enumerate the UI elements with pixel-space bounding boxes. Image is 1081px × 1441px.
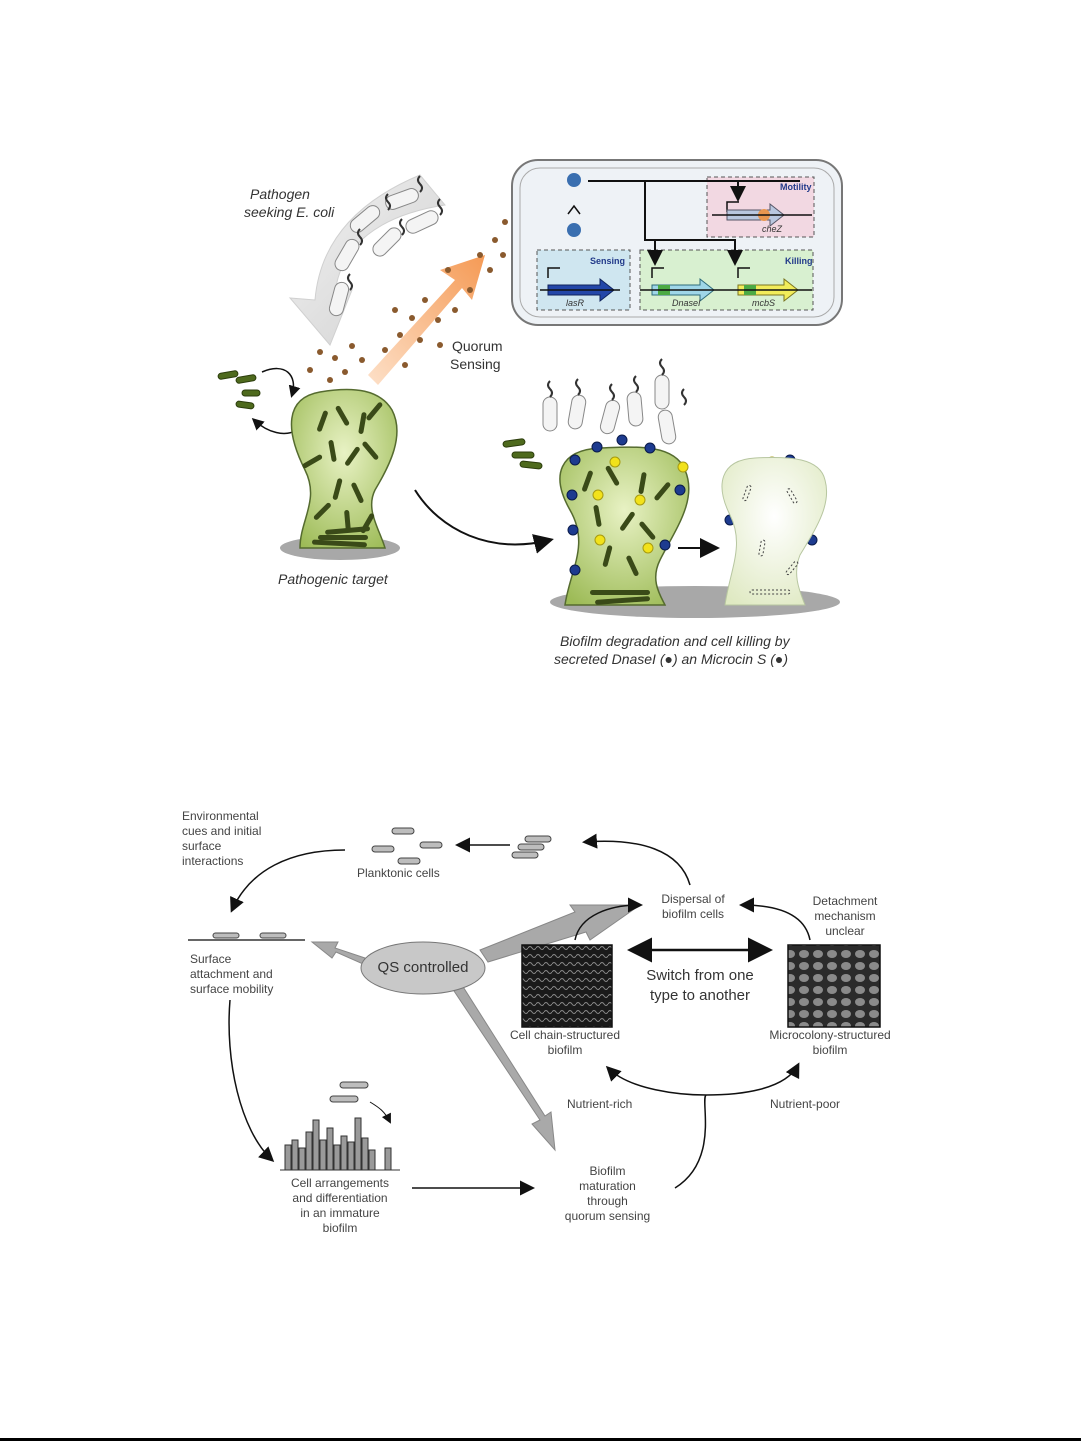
genetic-circuit-box [511, 159, 843, 326]
microcolony-1: Microcolony-structured [769, 1028, 891, 1042]
gene-mcbs: mcbS [752, 298, 776, 308]
quorum-label-2: Sensing [450, 356, 501, 372]
pathogen-cells [328, 188, 439, 317]
pathogen-label-2: seeking E. coli [244, 204, 335, 220]
page-bottom-rule [0, 1438, 1081, 1441]
env-cues-3: surface [182, 839, 222, 853]
gene-lasr: lasR [566, 298, 585, 308]
microcolony-2: biofilm [812, 1043, 848, 1057]
qs-arrow-right [479, 904, 642, 963]
killing-label: Killing [785, 256, 813, 266]
quorum-label-1: Quorum [452, 338, 503, 354]
surface-3: surface mobility [190, 982, 274, 996]
microcolony-image [787, 944, 881, 1028]
maturation-4: quorum sensing [564, 1209, 651, 1223]
gene-dnasei: DnaseI [672, 298, 701, 308]
cell-arrangements-3: in an immature [300, 1206, 380, 1220]
env-cues-1: Environmental [182, 809, 259, 823]
nutrient-poor-label: Nutrient-poor [770, 1097, 841, 1111]
pathogenic-target-label: Pathogenic target [278, 571, 388, 587]
quorum-sensing-arrow [368, 255, 485, 385]
switch-1: Switch from one [646, 967, 754, 984]
planktonic-cells [371, 827, 552, 865]
caption-line-1: Biofilm degradation and cell killing by [560, 633, 790, 649]
pathogenic-target-biofilm [290, 388, 398, 549]
switch-2: type to another [649, 987, 751, 1004]
immature-biofilm [280, 1117, 400, 1171]
free-bacteria-left [217, 370, 261, 410]
degraded-biofilm [721, 456, 828, 606]
qs-controlled-label: QS controlled [377, 959, 469, 976]
qs-arrow-left [310, 941, 366, 965]
env-cues-2: cues and initial [182, 824, 262, 838]
detachment-3: unclear [825, 924, 865, 938]
cell-chain-image [521, 944, 613, 1028]
pathogen-flagella [347, 175, 443, 291]
pathogen-label-1: Pathogen [250, 186, 310, 202]
caption-line-2: secreted DnaseI (●) an Microcin S (●) [554, 651, 788, 667]
detachment-1: Detachment [812, 894, 878, 908]
cell-arrangements-4: biofilm [322, 1221, 358, 1235]
sensing-label: Sensing [590, 256, 626, 266]
qs-controlled-ellipse [360, 941, 486, 995]
planktonic-label: Planktonic cells [357, 866, 440, 880]
surface-2: attachment and [190, 967, 273, 981]
cell-chain-1: Cell chain-structured [509, 1028, 621, 1042]
cell-chain-2: biofilm [547, 1043, 583, 1057]
nutrient-rich-label: Nutrient-rich [567, 1097, 633, 1111]
dispersal-1: Dispersal of [661, 892, 725, 906]
qs-arrow-down [449, 981, 556, 1152]
dispersal-2: biofilm cells [661, 907, 724, 921]
env-cues-4: interactions [182, 854, 244, 868]
top-figure [217, 159, 843, 618]
maturation-1: Biofilm [589, 1164, 626, 1178]
cell-arrangements-2: and differentiation [292, 1191, 388, 1205]
biofilm-bacteria [302, 402, 383, 548]
gene-chez: cheZ [762, 224, 783, 234]
bottom-figure [188, 827, 881, 1196]
pathogen-path-arrow [288, 174, 446, 346]
maturation-3: through [587, 1194, 628, 1208]
cell-arrangements-1: Cell arrangements [290, 1176, 390, 1190]
signal-molecules [307, 192, 548, 383]
surface-1: Surface [190, 952, 232, 966]
maturation-2: maturation [579, 1179, 636, 1193]
detachment-2: mechanism [814, 909, 876, 923]
motility-label: Motility [780, 182, 812, 192]
